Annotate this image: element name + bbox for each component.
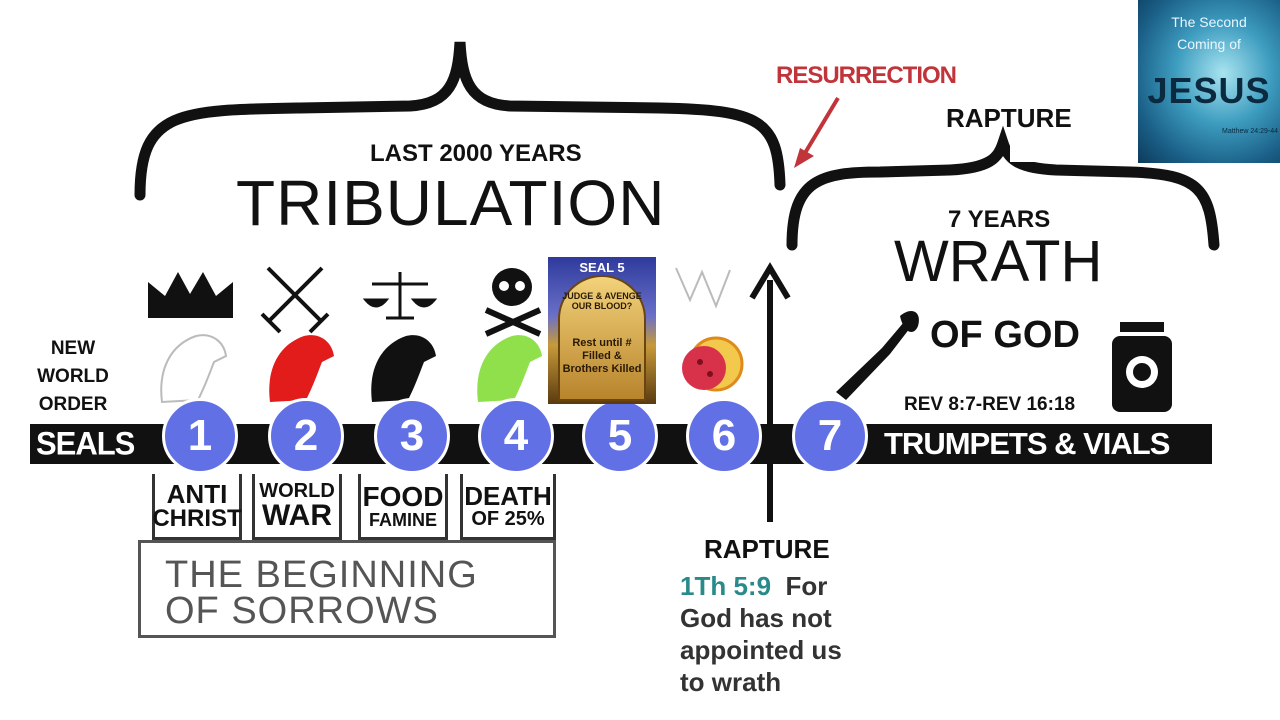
scripture-quote: 1Th 5:9 For God has not appointed us to … [680, 571, 842, 697]
crossed-swords-icon [260, 266, 330, 334]
scripture-reference: 1Th 5:9 [680, 571, 772, 601]
rapture-arrowhead [749, 262, 791, 300]
seal-1[interactable]: 1 [162, 398, 238, 474]
rapture-bottom-label: RAPTURE [704, 534, 830, 564]
beginning-of-sorrows-box: THE BEGINNING OF SORROWS [138, 540, 556, 638]
resurrection-label: RESURRECTION [776, 62, 957, 89]
desc-antichrist: ANTI CHRIST [152, 474, 242, 540]
rev-reference: REV 8:7-REV 16:18 [904, 394, 1076, 415]
seal-2[interactable]: 2 [268, 398, 344, 474]
trumpet-icon [836, 311, 919, 400]
new-world-order-label: NEW WORLD ORDER [37, 338, 109, 415]
sun-moon-icon [675, 267, 744, 392]
crown-icon [148, 272, 233, 318]
black-horse-icon [371, 335, 436, 402]
wrath-title: WRATH [894, 229, 1103, 294]
seal-6[interactable]: 6 [686, 398, 762, 474]
desc-world-war: WORLD WAR [252, 474, 342, 540]
trumpets-vials-label: TRUMPETS & VIALS [884, 426, 1170, 461]
vial-icon [1112, 322, 1172, 412]
pale-horse-icon [477, 335, 542, 402]
seal-5[interactable]: 5 [582, 398, 658, 474]
second-coming-cover-image: The Second Coming of JESUS Matthew 24:29… [1138, 0, 1280, 163]
seal-7[interactable]: 7 [792, 398, 868, 474]
desc-death: DEATH OF 25% [460, 474, 556, 540]
seals-label: SEALS [36, 425, 135, 462]
seal-4[interactable]: 4 [478, 398, 554, 474]
last-2000-years-label: LAST 2000 YEARS [370, 140, 582, 167]
resurrection-arrow [800, 96, 840, 160]
tribulation-title: TRIBULATION [236, 167, 666, 239]
seal-3[interactable]: 3 [374, 398, 450, 474]
rapture-top-label: RAPTURE [946, 103, 1072, 133]
resurrection-arrowhead [794, 148, 814, 168]
desc-food-famine: FOOD FAMINE [358, 474, 448, 540]
scales-icon [362, 272, 438, 320]
seal5-image: SEAL 5 JUDGE & AVENGE OUR BLOOD? Rest un… [548, 257, 656, 404]
skull-crossbones-icon [484, 268, 542, 337]
of-god-title: OF GOD [930, 314, 1080, 356]
white-horse-icon [160, 334, 228, 404]
seven-years-label: 7 YEARS [948, 206, 1051, 233]
tribulation-brace [134, 41, 786, 201]
wrath-brace [786, 125, 1220, 251]
red-horse-icon [269, 335, 334, 402]
